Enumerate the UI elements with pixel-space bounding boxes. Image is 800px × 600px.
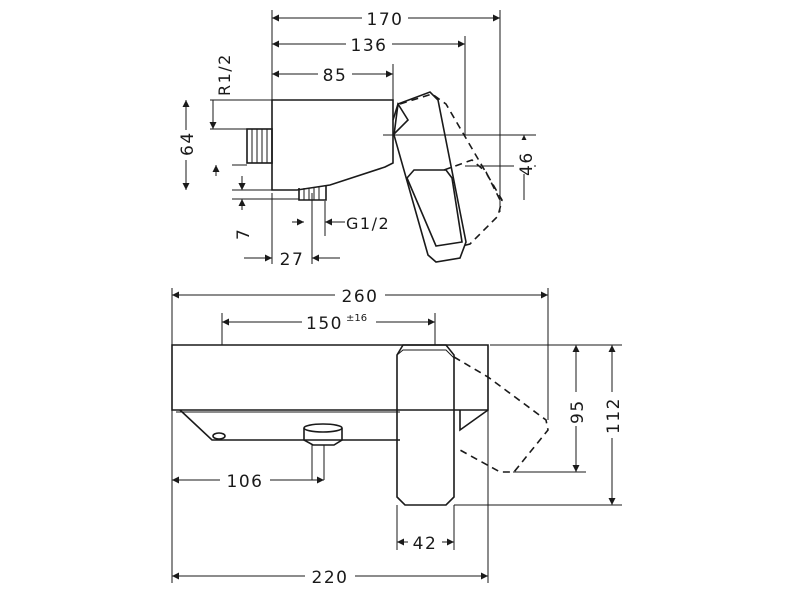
lever-solid: [393, 91, 467, 263]
front-lever-solid: [396, 344, 455, 506]
label-r12: R1/2: [215, 53, 234, 96]
side-view: 170 136 85 R1/2 64 7 G1/2 27: [176, 8, 537, 270]
dim-150-tolerance: ±16: [346, 313, 367, 324]
front-view: 260 150 ±16 106 95 112 42 220: [171, 285, 624, 588]
dim-42: 42: [413, 534, 438, 554]
dim-170: 170: [367, 10, 404, 30]
front-screw: [212, 432, 226, 440]
dim-95: 95: [568, 399, 588, 424]
side-body-outline: [271, 99, 394, 191]
wall-connector: [246, 128, 273, 164]
dim-106: 106: [227, 472, 264, 492]
lever-hinge: [392, 102, 410, 136]
dim-64: 64: [178, 131, 198, 156]
lever-cutout: [406, 169, 463, 247]
dim-112: 112: [604, 397, 624, 434]
label-g12: G1/2: [346, 214, 390, 233]
front-body-outline: [171, 344, 489, 411]
dim-27: 27: [280, 250, 305, 270]
dim-7: 7: [234, 228, 254, 240]
lever-dashed: [399, 93, 503, 247]
dim-85: 85: [323, 66, 348, 86]
dim-220: 220: [312, 568, 349, 588]
dim-136: 136: [351, 36, 388, 56]
dim-260: 260: [342, 287, 379, 307]
dim-46: 46: [517, 151, 537, 176]
front-lever-dashed: [453, 356, 549, 473]
dim-150: 150: [306, 314, 343, 334]
